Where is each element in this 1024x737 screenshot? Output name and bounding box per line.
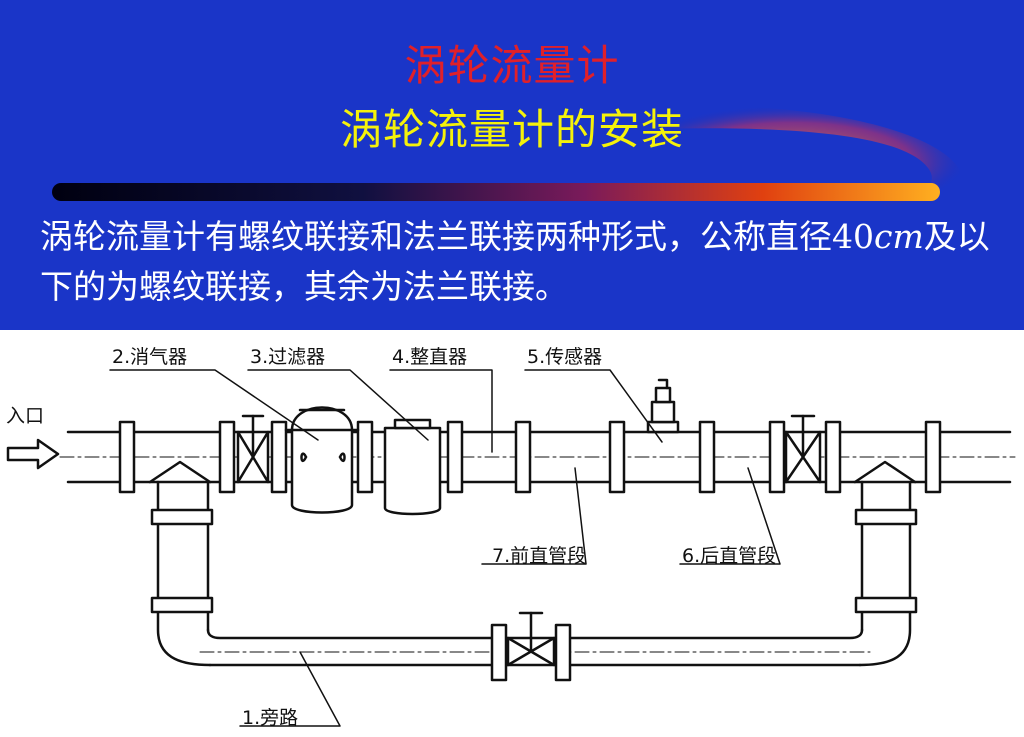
- leader-lines: [109, 369, 781, 727]
- inlet-label: 入口: [6, 405, 44, 427]
- label-filter: 3.过滤器: [250, 346, 325, 368]
- label-upstream-straight: 7.前直管段: [492, 545, 586, 567]
- sensor-body: [646, 378, 680, 434]
- inlet-valve: [236, 414, 270, 484]
- label-flow-straightener: 4.整直器: [392, 346, 467, 368]
- body-paragraph: 涡轮流量计有螺纹联接和法兰联接两种形式，公称直径40cm及以下的为螺纹联接，其余…: [40, 212, 1010, 312]
- air-eliminator-body: [284, 406, 360, 514]
- body-text-unit: cm: [874, 217, 924, 256]
- main-pipe-flanges: [118, 420, 942, 494]
- slide-header-background: [0, 0, 1024, 330]
- installation-diagram: 入口 2.消气器 3.过滤器 4.整直器 5.传感器 7.前直管段 6.后直管段…: [6, 346, 1016, 729]
- slide-subtitle: 涡轮流量计的安装: [339, 105, 684, 154]
- label-bypass: 1.旁路: [242, 707, 298, 729]
- label-sensor: 5.传感器: [527, 346, 602, 368]
- outlet-valve: [784, 414, 822, 484]
- body-text-part1: 涡轮流量计有螺纹联接和法兰联接两种形式，公称直径40: [40, 217, 874, 256]
- flow-straightener-body: [383, 418, 442, 516]
- left-tee-riser: [148, 460, 214, 667]
- body-text-part2: 及以下的为螺纹联接，其余为法兰联接。: [40, 217, 990, 306]
- installation-diagram-panel: 入口 2.消气器 3.过滤器 4.整直器 5.传感器 7.前直管段 6.后直管段…: [0, 330, 1024, 737]
- bypass-pipe: [199, 611, 871, 682]
- decorative-swoosh: [52, 105, 965, 218]
- inlet-arrow: [6, 438, 60, 470]
- label-air-eliminator: 2.消气器: [112, 346, 187, 368]
- right-tee-riser: [853, 460, 918, 667]
- slide-title: 涡轮流量计: [404, 41, 620, 90]
- label-downstream-straight: 6.后直管段: [682, 545, 776, 567]
